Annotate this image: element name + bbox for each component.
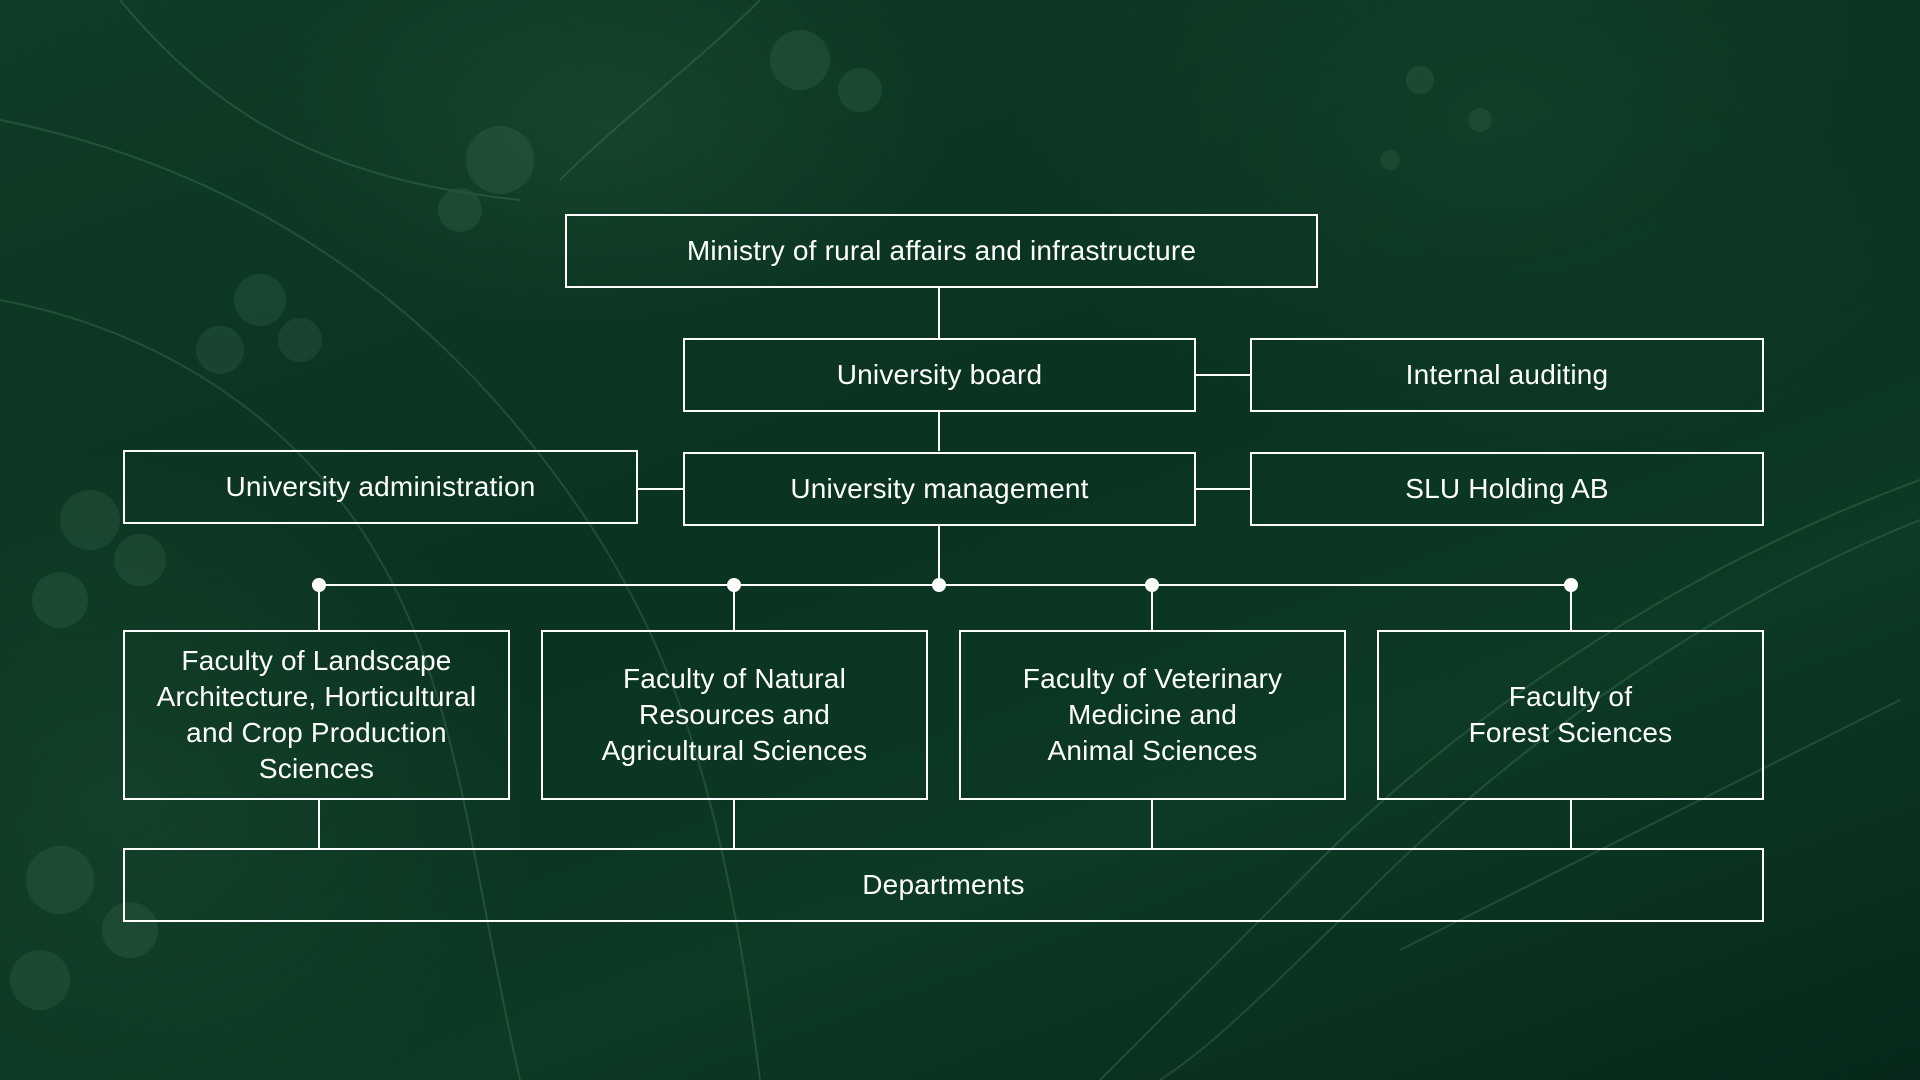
node-university-management: University management <box>683 452 1196 526</box>
node-faculty-natural-resources-label: Faculty of Natural Resources and Agricul… <box>601 663 868 766</box>
node-faculty-natural-resources: Faculty of Natural Resources and Agricul… <box>541 630 928 800</box>
node-university-management-label: University management <box>790 473 1089 504</box>
node-faculty-landscape-label: Faculty of Landscape Architecture, Horti… <box>156 645 477 784</box>
node-university-administration-label: University administration <box>225 471 536 502</box>
node-internal-auditing: Internal auditing <box>1250 338 1764 412</box>
junction-dot <box>1564 578 1578 592</box>
node-faculty-landscape: Faculty of Landscape Architecture, Horti… <box>123 630 510 800</box>
node-faculty-forest-label: Faculty of Forest Sciences <box>1468 681 1673 748</box>
node-departments-label: Departments <box>862 869 1025 900</box>
node-university-board-label: University board <box>836 359 1043 390</box>
node-ministry-label: Ministry of rural affairs and infrastruc… <box>686 235 1197 266</box>
node-faculty-veterinary-label: Faculty of Veterinary Medicine and Anima… <box>1022 663 1283 766</box>
node-internal-auditing-label: Internal auditing <box>1405 359 1609 390</box>
node-slu-holding-label: SLU Holding AB <box>1405 473 1609 504</box>
junction-dot <box>312 578 326 592</box>
node-faculty-veterinary: Faculty of Veterinary Medicine and Anima… <box>959 630 1346 800</box>
node-university-administration: University administration <box>123 450 638 524</box>
node-faculty-forest: Faculty of Forest Sciences <box>1377 630 1764 800</box>
node-ministry: Ministry of rural affairs and infrastruc… <box>565 214 1318 288</box>
junction-dot <box>727 578 741 592</box>
node-departments: Departments <box>123 848 1764 922</box>
junction-dot <box>1145 578 1159 592</box>
node-university-board: University board <box>683 338 1196 412</box>
junction-dot <box>932 578 946 592</box>
node-slu-holding: SLU Holding AB <box>1250 452 1764 526</box>
